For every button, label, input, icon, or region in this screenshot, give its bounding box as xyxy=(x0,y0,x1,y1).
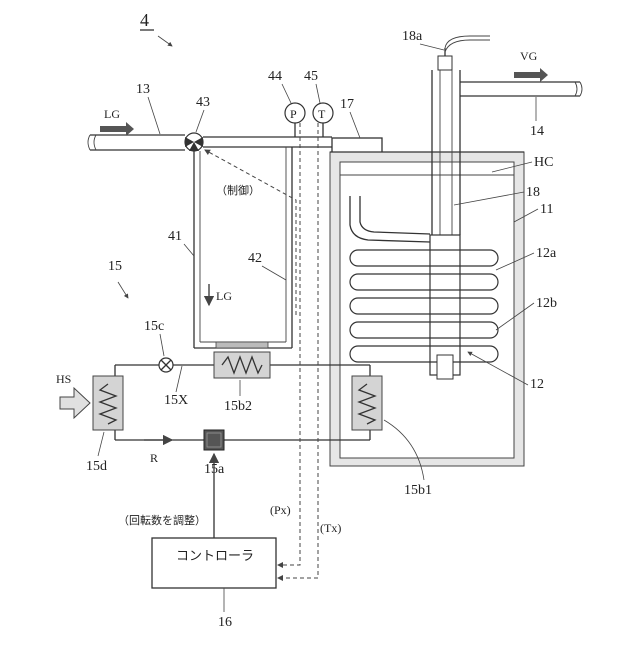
intermediate-vessel xyxy=(194,147,292,348)
label-18a: 18a xyxy=(402,29,423,44)
lg-down-label: LG xyxy=(216,289,232,303)
leader-17 xyxy=(350,112,360,138)
pressure-signal-line xyxy=(278,123,300,565)
control-annotation: （制御） xyxy=(216,183,260,197)
leader-43 xyxy=(196,110,204,132)
pressure-sensor: P xyxy=(285,103,305,137)
heat-exchanger-15d xyxy=(93,376,123,430)
label-43: 43 xyxy=(196,95,210,110)
heat-exchanger-15b2 xyxy=(214,342,270,378)
leader-15 xyxy=(118,282,128,298)
lg-inlet-label: LG xyxy=(104,107,120,121)
heat-exchanger-15b1 xyxy=(352,376,382,430)
label-17: 17 xyxy=(340,97,354,112)
leader-15d xyxy=(98,432,104,456)
expansion-valve xyxy=(159,358,173,372)
leader-15X xyxy=(176,366,182,392)
label-44: 44 xyxy=(268,69,282,84)
label-45: 45 xyxy=(304,69,318,84)
label-41: 41 xyxy=(168,229,182,244)
px-label: (Px) xyxy=(270,503,291,517)
leader-15c xyxy=(160,334,164,356)
leader-42 xyxy=(262,266,286,280)
lg-inlet-pipe xyxy=(88,135,185,150)
label-11: 11 xyxy=(540,202,553,217)
svg-text:P: P xyxy=(290,107,297,121)
label-14: 14 xyxy=(530,124,544,139)
hs-label: HS xyxy=(56,372,71,386)
label-15c: 15c xyxy=(144,319,164,334)
vg-outlet-pipe-14 xyxy=(460,82,582,96)
heat-exchange-coil xyxy=(350,235,498,379)
tx-label: (Tx) xyxy=(320,521,341,535)
leader-45 xyxy=(316,84,320,103)
label-15d: 15d xyxy=(86,459,107,474)
gas-pipe-to-separator xyxy=(203,137,332,147)
r-label: R xyxy=(150,451,158,465)
label-12: 12 xyxy=(530,377,544,392)
hc-label: HC xyxy=(534,155,553,170)
label-15b2: 15b2 xyxy=(224,399,252,414)
vg-label: VG xyxy=(520,49,538,63)
label-18: 18 xyxy=(526,185,540,200)
leader-41 xyxy=(184,244,194,256)
label-15X: 15X xyxy=(164,393,188,408)
label-16: 16 xyxy=(218,615,232,630)
label-13: 13 xyxy=(136,82,150,97)
vg-flow-arrow xyxy=(514,68,548,82)
label-12a: 12a xyxy=(536,246,557,261)
leader-44 xyxy=(282,84,291,103)
temperature-sensor: T xyxy=(313,103,333,137)
label-15: 15 xyxy=(108,259,122,274)
figure-number: 4 xyxy=(140,10,149,30)
label-42: 42 xyxy=(248,251,262,266)
controller-label: コントローラ xyxy=(176,549,254,564)
hs-input-arrow xyxy=(60,388,90,418)
svg-text:T: T xyxy=(318,107,326,121)
rpm-adjust-annotation: （回転数を調整） xyxy=(118,513,206,527)
three-way-valve xyxy=(185,133,203,151)
lg-flow-arrow xyxy=(100,122,134,136)
figure-number-arrow xyxy=(158,36,172,46)
label-12b: 12b xyxy=(536,296,557,311)
leader-13 xyxy=(148,97,160,134)
label-15b1: 15b1 xyxy=(404,483,432,498)
leader-18a xyxy=(420,44,444,50)
